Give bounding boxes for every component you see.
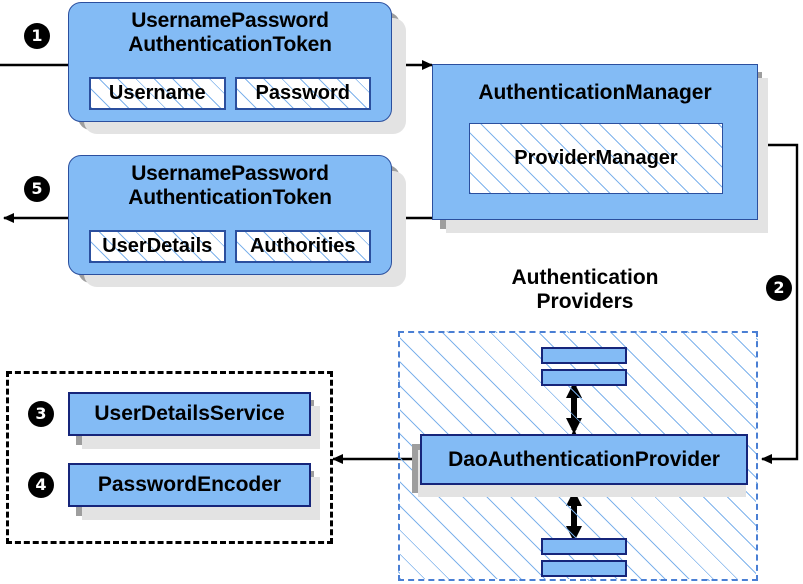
step-marker-2: 2 <box>766 275 792 301</box>
request-token-title: UsernamePassword AuthenticationToken <box>128 9 332 56</box>
provider-placeholder-bar-3[interactable] <box>541 538 627 555</box>
step-marker-4: 4 <box>28 472 54 498</box>
response-token-title: UsernamePassword AuthenticationToken <box>128 162 332 209</box>
response-token-title-line2: AuthenticationToken <box>128 185 332 209</box>
authentication-manager-title: AuthenticationManager <box>478 81 712 104</box>
step-marker-5-label: 5 <box>31 179 43 198</box>
request-token-title-line1: UsernamePassword <box>131 9 329 32</box>
step-marker-3: 3 <box>28 401 54 427</box>
provider-placeholder-bar-2[interactable] <box>541 369 627 386</box>
user-details-service[interactable]: UserDetailsService <box>68 392 311 436</box>
dao-authentication-provider-label: DaoAuthenticationProvider <box>448 447 720 471</box>
authentication-providers-caption-line1: Authentication <box>511 266 659 289</box>
request-token-fields: Username Password <box>89 77 371 110</box>
step-marker-1-label: 1 <box>31 26 43 45</box>
provider-manager-label: ProviderManager <box>514 147 678 169</box>
authentication-manager[interactable]: AuthenticationManager ProviderManager <box>432 64 758 220</box>
provider-placeholder-bar-1[interactable] <box>541 347 627 364</box>
dao-authentication-provider[interactable]: DaoAuthenticationProvider <box>420 434 748 485</box>
request-authentication-token[interactable]: UsernamePassword AuthenticationToken Use… <box>68 2 392 122</box>
response-token-title-line1: UsernamePassword <box>131 162 329 185</box>
authentication-providers-caption: Authentication Providers <box>470 266 700 313</box>
password-field[interactable]: Password <box>234 77 371 110</box>
provider-manager[interactable]: ProviderManager <box>469 123 723 194</box>
password-encoder-label: PasswordEncoder <box>97 473 282 496</box>
request-token-title-line2: AuthenticationToken <box>128 32 332 56</box>
username-field[interactable]: Username <box>89 77 226 110</box>
response-authentication-token[interactable]: UsernamePassword AuthenticationToken Use… <box>68 155 392 275</box>
user-details-service-label: UserDetailsService <box>94 402 285 425</box>
step-marker-5: 5 <box>24 176 50 202</box>
step-marker-2-label: 2 <box>773 278 785 297</box>
password-encoder[interactable]: PasswordEncoder <box>68 463 311 507</box>
authorities-field[interactable]: Authorities <box>234 230 371 263</box>
step-marker-1: 1 <box>24 23 50 49</box>
step-marker-4-label: 4 <box>35 475 47 494</box>
response-token-fields: UserDetails Authorities <box>89 230 371 263</box>
userdetails-field[interactable]: UserDetails <box>89 230 226 263</box>
step-marker-3-label: 3 <box>35 404 47 423</box>
authentication-providers-caption-line2: Providers <box>536 289 634 313</box>
provider-placeholder-bar-4[interactable] <box>541 560 627 577</box>
